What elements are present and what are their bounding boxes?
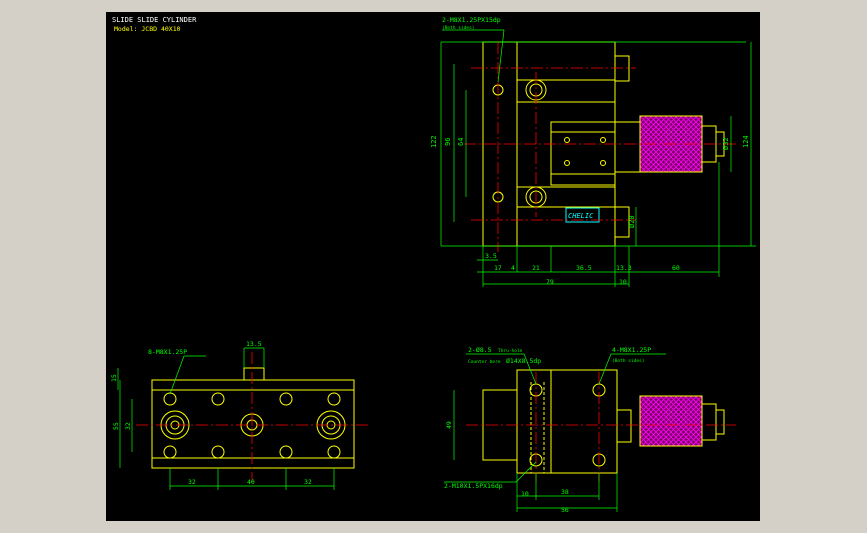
svg-text:Ø32: Ø32 [722, 137, 730, 150]
svg-text:36.5: 36.5 [576, 264, 592, 272]
svg-text:Counter bore: Counter bore [468, 359, 501, 365]
brand-label: CHELIC [568, 212, 594, 220]
svg-text:Thru-hole: Thru-hole [498, 348, 523, 354]
svg-text:17: 17 [494, 264, 502, 272]
svg-text:13.3: 13.3 [616, 264, 632, 272]
svg-text:49: 49 [445, 421, 453, 429]
bl-body [151, 379, 355, 469]
svg-text:32: 32 [304, 478, 312, 486]
svg-text:122: 122 [430, 135, 438, 148]
svg-text:56: 56 [561, 506, 569, 514]
svg-text:21: 21 [532, 264, 540, 272]
br-thru-note: 2-Ø8.5 [468, 346, 492, 354]
svg-text:Ø14X8.5dp: Ø14X8.5dp [506, 357, 541, 365]
svg-text:3.5: 3.5 [485, 252, 497, 260]
svg-text:13.5: 13.5 [246, 340, 262, 348]
br-thread-note: 4-M8X1.25P [612, 346, 651, 354]
drawing-svg: SLIDE SLIDE CYLINDER Model: JCBD 40X10 [110, 16, 756, 514]
inner-cylinder [550, 121, 616, 186]
bl-thread-note: 8-M8X1.25P [148, 348, 187, 356]
svg-text:Ø20: Ø20 [628, 215, 636, 228]
svg-text:38: 38 [561, 488, 569, 496]
svg-text:32: 32 [188, 478, 196, 486]
svg-text:(Both sides): (Both sides) [442, 25, 475, 31]
svg-text:55: 55 [112, 422, 120, 430]
svg-text:40: 40 [247, 478, 255, 486]
top-view: CHELIC 122 96 64 12 [430, 16, 756, 287]
svg-text:32: 32 [124, 422, 132, 430]
br-adjuster-knob [639, 395, 703, 447]
br-bottom-note: 2-M10X1.5PX16dp [444, 482, 503, 490]
title-line2: Model: JCBD 40X10 [114, 25, 181, 33]
cad-drawing-canvas: SLIDE SLIDE CYLINDER Model: JCBD 40X10 [106, 12, 760, 521]
bottom-left-view: 8-M8X1.25P 13.5 15 32 55 32 40 32 [110, 340, 371, 490]
svg-text:60: 60 [672, 264, 680, 272]
svg-text:10: 10 [521, 490, 529, 498]
title-line1: SLIDE SLIDE CYLINDER [112, 16, 197, 24]
svg-text:124: 124 [742, 135, 750, 148]
svg-text:(Both sides): (Both sides) [612, 358, 645, 364]
svg-text:96: 96 [444, 138, 452, 146]
svg-text:10: 10 [619, 278, 627, 286]
bottom-right-view: 2-Ø8.5 Thru-hole Counter bore Ø14X8.5dp … [444, 346, 736, 514]
svg-text:79: 79 [546, 278, 554, 286]
top-thread-note: 2-M8X1.25PX15dp [442, 16, 501, 24]
brand-label-box [565, 207, 600, 223]
svg-text:64: 64 [457, 138, 465, 146]
svg-text:4: 4 [511, 264, 515, 272]
svg-text:15: 15 [110, 374, 118, 382]
